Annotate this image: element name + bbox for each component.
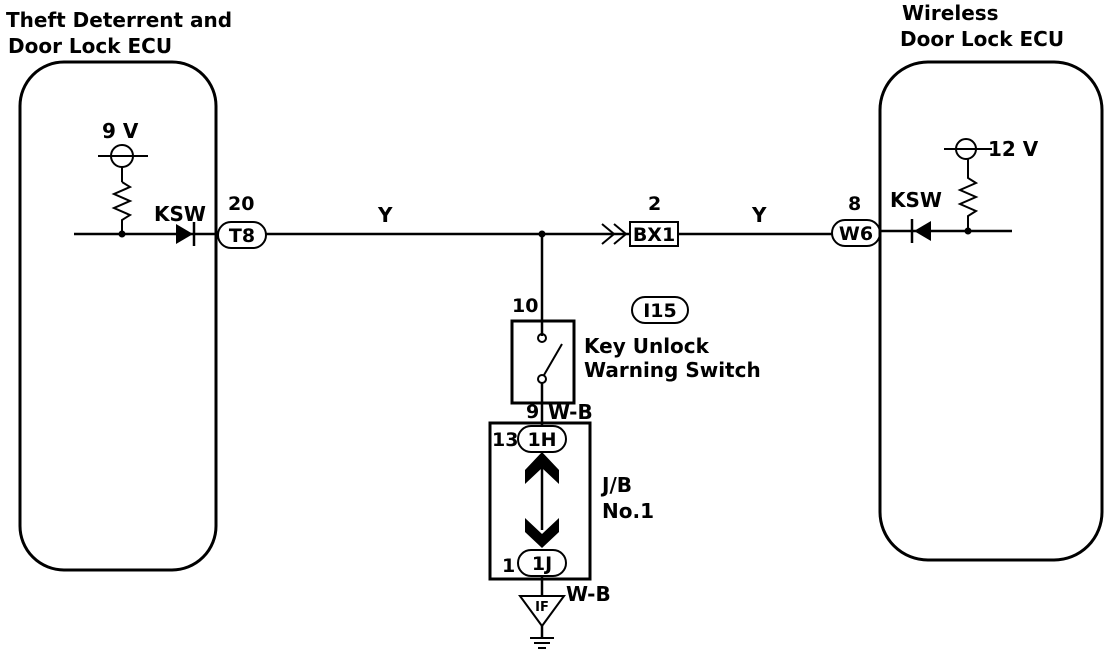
- bx1-mating-chevron-inner: [613, 223, 628, 245]
- right-wire-color-label: Y: [751, 203, 767, 227]
- right-ecu-body: [878, 60, 1104, 562]
- switch-top-contact: [537, 333, 547, 343]
- switch-bottom-contact: [537, 374, 547, 384]
- switch-top-pin: 10: [512, 295, 538, 317]
- right-diode-symbol: [910, 219, 931, 243]
- key-unlock-warning-switch: 10 I15 Key Unlock Warning Switch 9: [510, 295, 761, 423]
- left-wire-color-label: Y: [377, 203, 393, 227]
- ground-symbol: IF: [518, 595, 566, 649]
- left-ecu-title-line1: Theft Deterrent and: [6, 8, 232, 32]
- switch-blade: [543, 343, 563, 376]
- right-voltage-label: 12 V: [988, 137, 1039, 161]
- left-voltage-label: 9 V: [102, 119, 139, 143]
- switch-code-oval: [631, 296, 689, 324]
- switch-name-line2: Warning Switch: [584, 358, 761, 382]
- left-connector-label: T8: [229, 225, 255, 247]
- left-ksw-label: KSW: [154, 202, 206, 226]
- switch-code-label: I15: [643, 300, 677, 322]
- right-connector-oval: [831, 219, 881, 247]
- bx1-mating-chevron-outer: [601, 223, 616, 245]
- jb-lower-pin: 1: [502, 555, 515, 577]
- left-diode-symbol: [176, 222, 196, 246]
- left-voltage-source-symbol: [98, 144, 148, 182]
- jb-upper-pin: 13: [492, 429, 518, 451]
- ground-point-label: IF: [535, 600, 549, 615]
- left-pin-number: 20: [228, 193, 254, 215]
- bx1-connector: 2 BX1: [601, 193, 679, 247]
- left-ecu-title-line2: Door Lock ECU: [8, 34, 172, 58]
- right-voltage-source-symbol: [944, 138, 992, 162]
- junction-block: 13 1H J/B No.1 1 1J: [488, 421, 654, 581]
- left-ecu-body: [18, 60, 218, 572]
- left-ecu: Theft Deterrent and Door Lock ECU 9 V KS…: [6, 8, 267, 572]
- switch-wire-color-label: W-B: [548, 400, 593, 424]
- jb-lower-connector-label: 1J: [532, 553, 552, 575]
- jb-name-line1: J/B: [600, 473, 632, 497]
- right-ecu-title-line2: Door Lock ECU: [900, 27, 1064, 51]
- right-ecu-title-line1: Wireless: [902, 1, 999, 25]
- bx1-label: BX1: [633, 224, 675, 246]
- bx1-pin-number: 2: [648, 193, 661, 215]
- switch-name-line1: Key Unlock: [584, 334, 710, 358]
- jb-lower-chevron: [525, 518, 559, 548]
- switch-bottom-pin: 9: [526, 401, 539, 423]
- right-pin-number: 8: [848, 193, 861, 215]
- ground-point-triangle: [518, 595, 566, 628]
- ground-wire-color-label: W-B: [566, 582, 611, 606]
- jb-name-line2: No.1: [602, 499, 654, 523]
- right-connector-label: W6: [839, 223, 873, 245]
- left-resistor-symbol: [111, 181, 133, 234]
- right-ecu: Wireless Door Lock ECU 8 W6 KSW 12 V: [831, 1, 1104, 562]
- right-resistor-symbol: [957, 162, 979, 231]
- right-ksw-label: KSW: [890, 188, 942, 212]
- junction-block-body: [488, 421, 592, 581]
- jb-upper-connector-label: 1H: [527, 429, 556, 451]
